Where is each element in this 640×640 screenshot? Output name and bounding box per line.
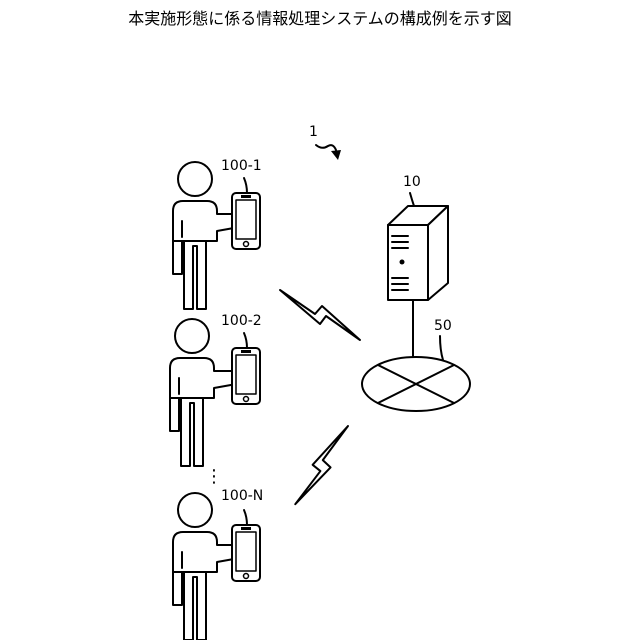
server-label: 10 <box>403 174 421 190</box>
terminal-1-label: 100-1 <box>221 158 262 174</box>
wireless-link-icon <box>280 290 360 340</box>
smartphone-icon <box>232 525 260 581</box>
network-icon <box>362 357 470 411</box>
system-label: 1 <box>309 124 318 140</box>
terminal-n-label: 100-N <box>221 488 263 504</box>
wireless-link-icon <box>295 424 348 506</box>
smartphone-icon <box>232 348 260 404</box>
server-icon <box>388 206 448 300</box>
network-label: 50 <box>434 318 452 334</box>
user-1: 100-1 <box>173 158 262 309</box>
terminal-2-label: 100-2 <box>221 313 262 329</box>
smartphone-icon <box>232 193 260 249</box>
more-users-ellipsis: ⋮ <box>205 466 223 487</box>
system-pointer-arrowhead <box>331 150 341 160</box>
network-leader-line <box>440 336 443 360</box>
server-leader-line <box>410 193 414 206</box>
user-2: 100-2 <box>170 313 262 466</box>
figure-title: 本実施形態に係る情報処理システムの構成例を示す図 <box>128 9 512 28</box>
user-n: 100-N <box>173 488 263 640</box>
system-pointer-arrow <box>316 145 336 150</box>
